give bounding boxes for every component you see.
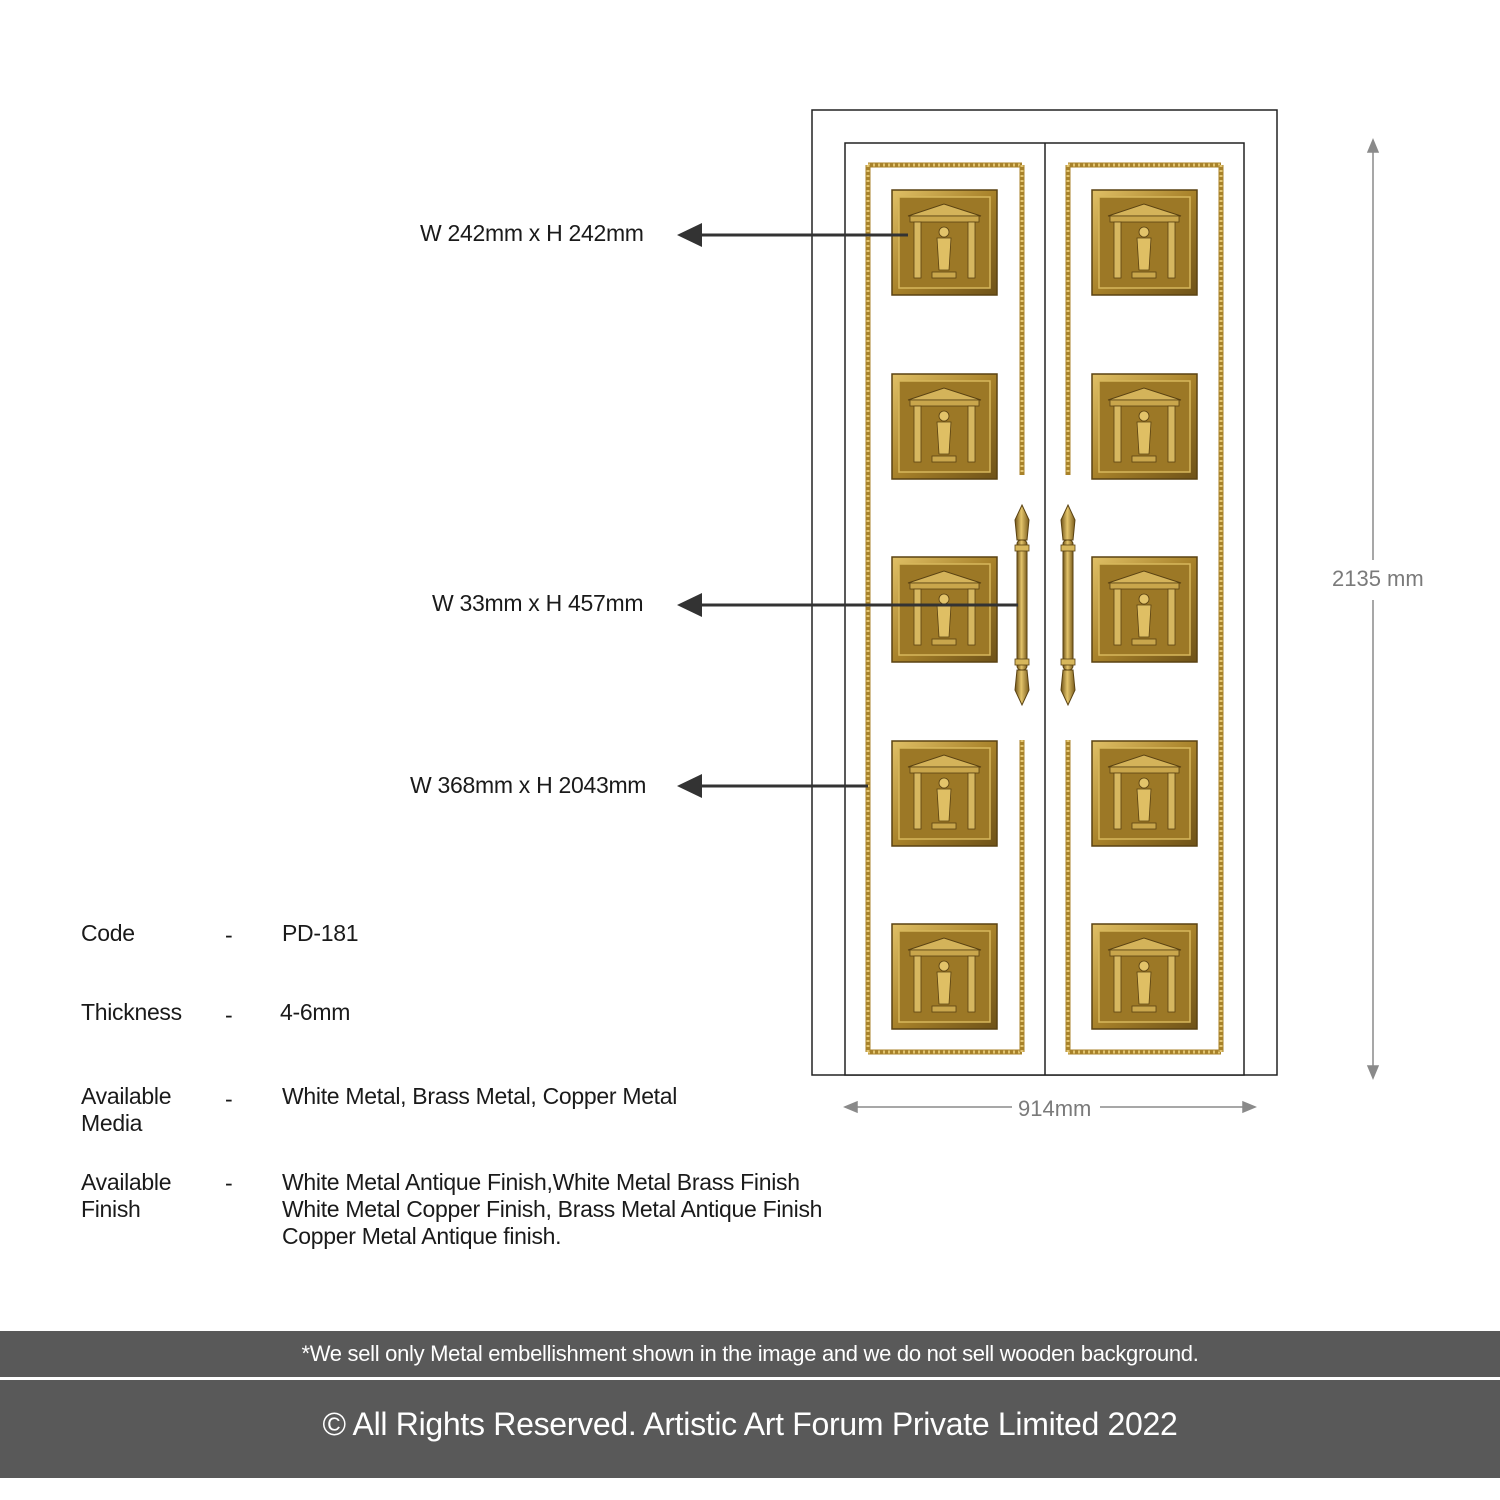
handle-callout-arrow bbox=[677, 593, 1018, 617]
deity-plaque bbox=[1091, 923, 1198, 1030]
spec-thickness-label: Thickness bbox=[81, 999, 182, 1025]
spec-code-label: Code bbox=[81, 920, 135, 946]
plaque-size-label: W 242mm x H 242mm bbox=[420, 220, 644, 246]
border-callout-arrow bbox=[677, 774, 868, 798]
height-dimension-line bbox=[1366, 138, 1380, 1080]
deity-plaque bbox=[891, 923, 998, 1030]
disclaimer-band bbox=[0, 1331, 1500, 1377]
deity-plaque bbox=[1091, 740, 1198, 847]
right-door-handle bbox=[1060, 503, 1076, 707]
copyright-band bbox=[0, 1380, 1500, 1478]
deity-plaque bbox=[891, 189, 998, 296]
spec-finish-separator: - bbox=[225, 1170, 233, 1196]
plaque-callout-arrow bbox=[677, 223, 908, 247]
width-dimension-line bbox=[843, 1100, 1257, 1114]
handle-size-label: W 33mm x H 457mm bbox=[432, 590, 644, 616]
spec-finish-value: White Metal Antique Finish,White Metal B… bbox=[282, 1169, 823, 1249]
spec-media-value: White Metal, Brass Metal, Copper Metal bbox=[282, 1083, 678, 1109]
spec-media-label: Available Media bbox=[81, 1083, 172, 1136]
copyright-text: © All Rights Reserved. Artistic Art Foru… bbox=[322, 1406, 1178, 1442]
left-leaf-border bbox=[865, 162, 1025, 1055]
deity-plaque bbox=[891, 556, 998, 663]
height-dimension-label: 2135 mm bbox=[1332, 566, 1424, 591]
border-size-label: W 368mm x H 2043mm bbox=[410, 772, 647, 798]
spec-media-separator: - bbox=[225, 1086, 233, 1112]
width-dimension-label: 914mm bbox=[1018, 1096, 1092, 1121]
disclaimer-text: *We sell only Metal embellishment shown … bbox=[301, 1341, 1199, 1366]
deity-plaque bbox=[1091, 556, 1198, 663]
deity-plaque bbox=[1091, 373, 1198, 480]
door-illustration bbox=[677, 109, 1380, 1114]
spec-code-separator: - bbox=[225, 922, 233, 948]
deity-plaque bbox=[1091, 189, 1198, 296]
spec-code-value: PD-181 bbox=[282, 920, 359, 946]
spec-thickness-value: 4-6mm bbox=[280, 999, 351, 1025]
deity-plaque bbox=[891, 373, 998, 480]
right-leaf-border bbox=[1065, 162, 1224, 1055]
left-door-handle bbox=[1014, 503, 1030, 707]
spec-finish-label: Available Finish bbox=[81, 1169, 172, 1222]
deity-plaque bbox=[891, 740, 998, 847]
spec-thickness-separator: - bbox=[225, 1002, 233, 1028]
